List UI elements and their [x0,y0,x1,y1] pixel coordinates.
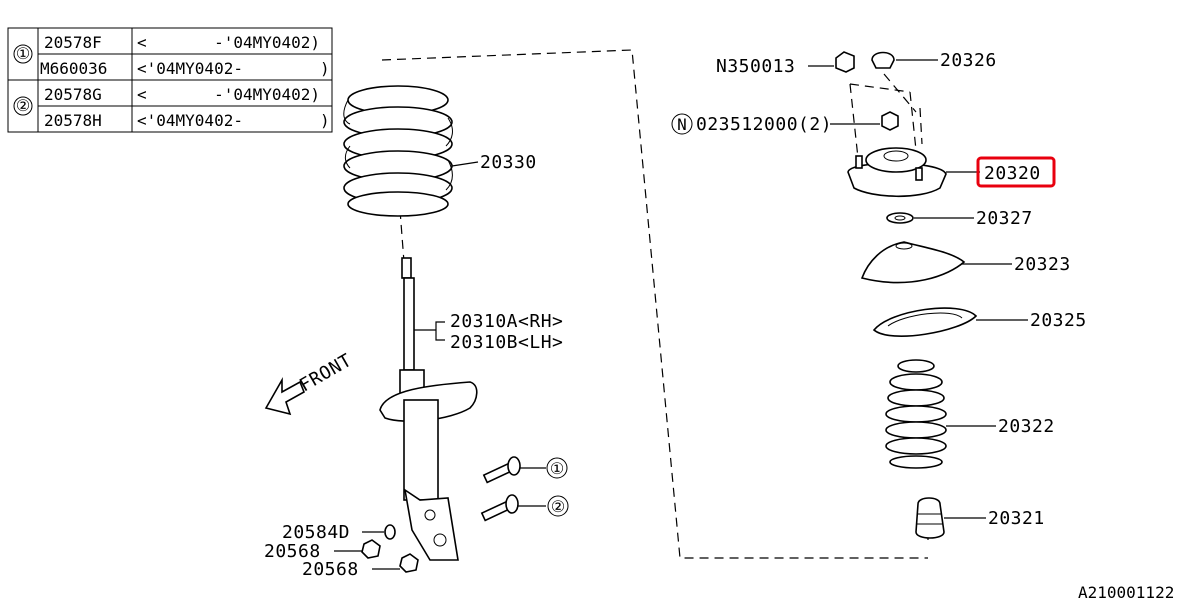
strut-mount-20320[interactable] [847,147,947,198]
flange-nut[interactable] [881,111,899,131]
table-part: 20578G [44,85,102,104]
nut-20568-b[interactable] [399,553,419,573]
label-washer: 20584D [282,522,350,543]
label-nut-n: 023512000(2) [696,114,832,135]
bolt-2[interactable] [480,494,519,522]
table-range: < -'04MY0402) [137,85,320,104]
table-part: 20578F [44,33,102,52]
dashed-assembly-lines [849,73,923,159]
label-bolt-2: ② [551,497,565,516]
diagram-id: A210001122 [1078,583,1174,600]
label-washer-small: 20327 [976,208,1033,229]
label-strut-rh: 20310A<RH> [450,311,563,332]
label-nut-b: 20568 [302,559,359,580]
washer-20327[interactable] [886,212,914,224]
label-strut-lh: 20310B<LH> [450,332,563,353]
top-nut[interactable] [835,51,855,73]
strut-assembly[interactable] [379,257,478,561]
front-arrow-icon [264,376,306,416]
label-nut-a: 20568 [264,541,321,562]
table-ref-1: ① [16,44,30,63]
bolt-1[interactable] [482,456,521,484]
label-top-nut: N350013 [716,56,795,77]
table-range: <'04MY0402- ) [137,59,330,78]
label-spring-seat: 20323 [1014,254,1071,275]
label-front: FRONT [296,350,356,397]
nut-20568-a[interactable] [361,539,381,559]
rubber-seat-20325[interactable] [872,307,978,337]
coil-spring[interactable] [343,85,453,217]
spring-seat-20323[interactable] [860,241,966,284]
cap-20326[interactable] [871,51,895,69]
bump-stop-20321[interactable] [915,497,945,539]
label-mount[interactable]: 20320 [984,163,1041,184]
table-range: < -'04MY0402) [137,33,320,52]
group-dashed-outline [381,49,929,559]
table-range: <'04MY0402- ) [137,111,330,130]
table-part: 20578H [44,111,102,130]
label-bolt-1: ① [550,459,564,478]
dust-boot-20322[interactable] [885,359,947,469]
label-cap: 20326 [940,50,997,71]
label-dust-boot: 20322 [998,416,1055,437]
table-ref-2: ② [16,96,30,115]
table-part: M660036 [40,59,107,78]
label-bump-stop: 20321 [988,508,1045,529]
washer-20584d[interactable] [384,524,396,540]
highlight-box [976,156,1056,188]
applicability-table: ① ② 20578F M660036 20578G 20578H < -'04M… [7,27,333,133]
label-rubber-seat: 20325 [1030,310,1087,331]
label-nut-n-symbol: N [677,115,687,134]
label-coil-spring: 20330 [480,152,537,173]
